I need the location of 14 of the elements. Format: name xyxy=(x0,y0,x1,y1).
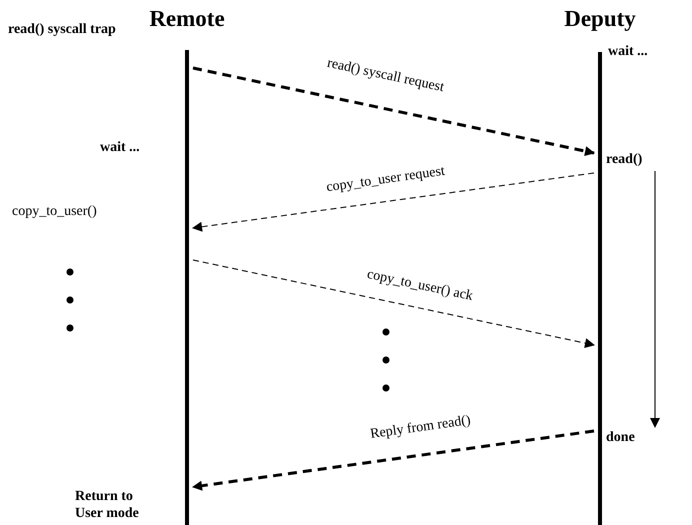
state-text: read() xyxy=(606,152,642,167)
state-text: wait ... xyxy=(608,44,648,60)
event-text: copy_to_user() xyxy=(12,204,97,220)
lifeline-heading: Deputy xyxy=(563,6,637,32)
event-text: Return to User mode xyxy=(75,488,140,522)
arrow xyxy=(650,170,660,428)
state-text: wait ... xyxy=(100,140,140,156)
state-text: done xyxy=(606,430,635,445)
arrow xyxy=(192,430,594,491)
arrow xyxy=(192,66,595,156)
arrow xyxy=(192,172,594,232)
arrow xyxy=(192,260,595,348)
lifeline-heading: Remote xyxy=(148,6,226,32)
event-text: read() syscall trap xyxy=(8,22,116,38)
